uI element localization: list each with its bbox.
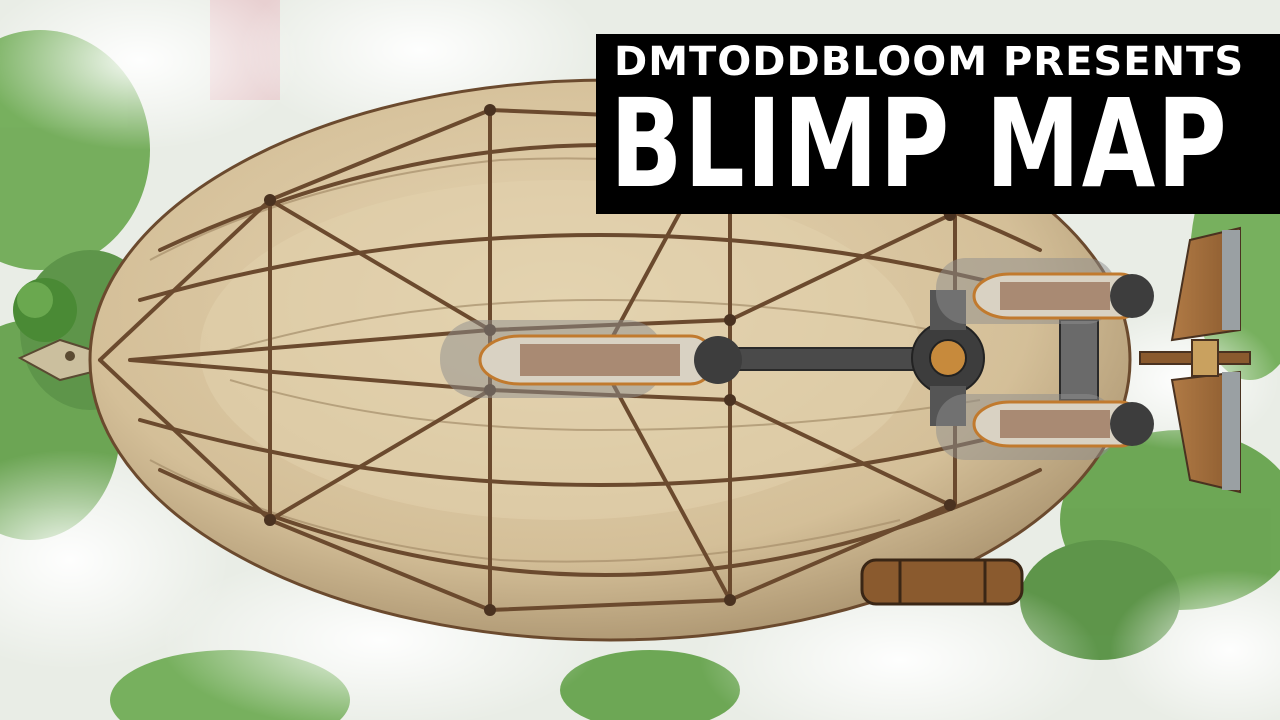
gondola-upper [936,258,1154,324]
cargo-barrel [860,558,1024,606]
title-banner: DMTODDBLOOM PRESENTS BLIMP MAP [596,34,1280,214]
propeller [1139,339,1251,377]
gondola-lower [936,394,1154,460]
gondola-main [440,320,742,398]
presenter-title: DMTODDBLOOM PRESENTS [614,39,1245,85]
tree-left [13,278,77,342]
walkway [699,319,1099,401]
main-title: BLIMP MAP [610,73,1229,215]
tail-fin-upper [1170,226,1241,342]
